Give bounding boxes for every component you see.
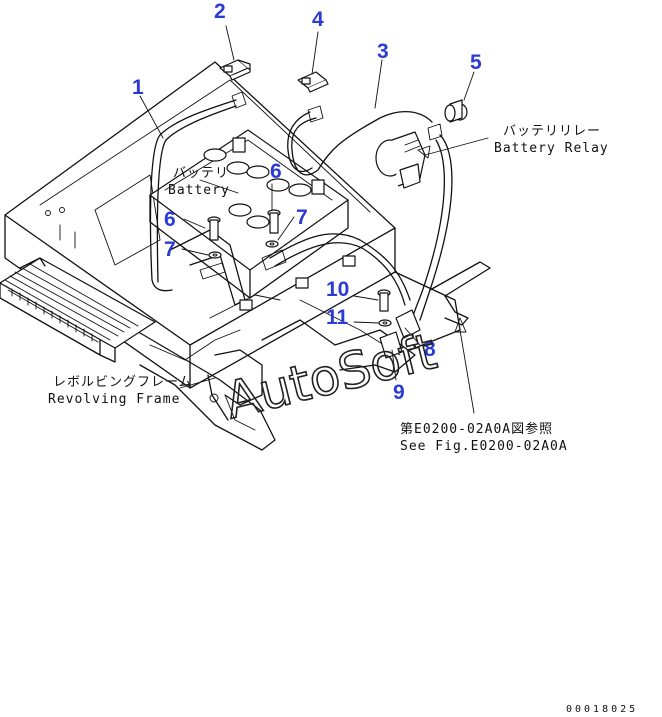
callout-2: 2 — [214, 0, 226, 23]
callout-6-right: 6 — [270, 160, 282, 183]
callout-7-right: 7 — [296, 206, 308, 229]
bolt-part-6-right — [267, 209, 281, 234]
callout-9: 9 — [393, 381, 405, 404]
battery-drawing — [149, 129, 356, 311]
callouts: 1 2 3 4 5 6 6 7 7 8 9 10 11 — [132, 0, 482, 404]
callout-3: 3 — [377, 40, 389, 63]
callout-10: 10 — [326, 278, 349, 301]
revolving-frame-label-en: Revolving Frame — [48, 392, 180, 407]
text-labels: バッテリ Battery バッテリリレー Battery Relay レボルビン… — [48, 124, 609, 454]
washer-part-7-left — [208, 251, 222, 259]
battery-relay-drawing — [375, 131, 426, 189]
battery-relay-label-en: Battery Relay — [494, 141, 609, 156]
washer-part-7-right — [265, 240, 279, 248]
callout-11: 11 — [326, 306, 349, 329]
watermark: AutoSoft — [220, 322, 442, 430]
battery-relay-label-jp: バッテリリレー — [503, 124, 601, 139]
battery-label-jp: バッテリ — [173, 166, 229, 181]
battery-label-en: Battery — [168, 183, 230, 198]
callout-5: 5 — [470, 51, 482, 74]
terminal-part-2 — [219, 59, 251, 81]
revolving-frame-label-jp: レボルビングフレーム — [53, 375, 193, 390]
step-drawing — [0, 257, 156, 363]
reference-label-en: See Fig.E0200-02A0A — [400, 439, 568, 454]
connector-part-8-9 — [379, 309, 421, 359]
washer-part-11 — [378, 319, 392, 327]
drawing-code: 00018025 — [566, 704, 638, 715]
callout-8: 8 — [424, 338, 436, 361]
callout-1: 1 — [132, 76, 144, 99]
cables-drawing — [149, 91, 453, 321]
callout-6-left: 6 — [164, 208, 176, 231]
reference-label-jp: 第E0200-02A0A図参照 — [400, 421, 553, 437]
callout-7-left: 7 — [164, 238, 176, 261]
leader-lines — [139, 25, 489, 414]
callout-4: 4 — [312, 8, 324, 31]
bolt-part-10 — [377, 289, 391, 312]
terminal-part-4 — [297, 71, 329, 93]
cap-part-5 — [444, 99, 468, 123]
revolving-frame-drawing — [4, 61, 461, 451]
bolt-part-6-left — [207, 216, 221, 241]
